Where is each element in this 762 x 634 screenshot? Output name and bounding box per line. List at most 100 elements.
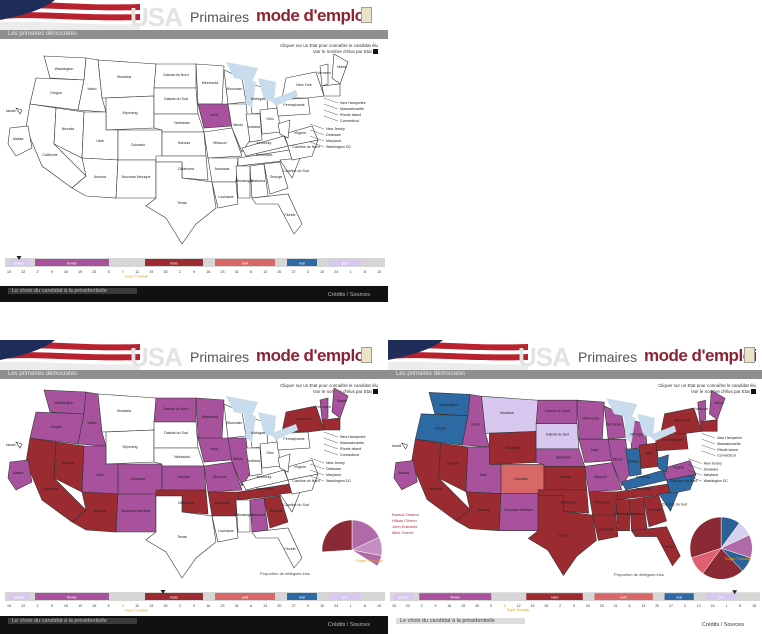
timeline-date[interactable]: 19 bbox=[149, 604, 153, 608]
state-label[interactable]: Californie bbox=[42, 487, 57, 491]
state-illinois[interactable] bbox=[227, 437, 251, 487]
state-label[interactable]: Maine bbox=[714, 401, 724, 405]
timeline-date[interactable]: 23 bbox=[220, 604, 224, 608]
timeline-date[interactable]: 10 bbox=[320, 604, 324, 608]
pie-slice[interactable] bbox=[321, 519, 353, 553]
state-label[interactable]: Nevada bbox=[62, 461, 74, 465]
state-label[interactable]: Californie bbox=[427, 487, 442, 491]
us-map[interactable]: WashingtonOregonIdahoMontanaWyomingNevad… bbox=[6, 48, 386, 248]
state-label[interactable]: Alaska bbox=[13, 471, 24, 475]
timeline-date[interactable]: 1 bbox=[350, 270, 352, 274]
timeline-date[interactable]: 1 bbox=[725, 604, 727, 608]
state-label[interactable]: Caroline du Nord bbox=[671, 479, 698, 483]
credits-link[interactable]: Crédits / Sources bbox=[327, 622, 370, 628]
timeline-date[interactable]: 12 bbox=[135, 604, 139, 608]
state-newmexico[interactable] bbox=[115, 493, 157, 533]
timeline-date[interactable]: 22 bbox=[21, 604, 25, 608]
state-label[interactable]: Colorado bbox=[131, 477, 146, 481]
state-florida[interactable] bbox=[631, 526, 681, 567]
state-label[interactable]: Nevada bbox=[446, 461, 458, 465]
state-label[interactable]: Montana bbox=[500, 411, 514, 415]
state-hawaii[interactable] bbox=[401, 442, 408, 450]
state-label[interactable]: Indiana bbox=[628, 460, 640, 464]
state-label[interactable]: Minnesota bbox=[202, 415, 219, 419]
timeline-month-segment[interactable] bbox=[215, 259, 275, 266]
state-label[interactable]: Floride bbox=[663, 545, 674, 549]
state-label[interactable]: Illinois bbox=[613, 458, 623, 462]
state-label[interactable]: Indiana bbox=[248, 459, 260, 463]
state-label[interactable]: New York bbox=[675, 419, 690, 423]
timeline-date[interactable]: 15 bbox=[752, 604, 756, 608]
timeline-cursor-icon[interactable] bbox=[732, 590, 738, 595]
timeline-date[interactable]: 22 bbox=[406, 604, 410, 608]
state-mississippi[interactable] bbox=[615, 499, 630, 531]
state-label[interactable]: Caroline du Sud bbox=[662, 502, 687, 506]
state-label[interactable]: Wisconsin bbox=[606, 423, 622, 427]
state-southcarolina[interactable] bbox=[658, 491, 679, 512]
state-louisiana[interactable] bbox=[211, 515, 239, 543]
timeline-date[interactable]: 23 bbox=[220, 270, 224, 274]
timeline-month-segment[interactable] bbox=[9, 593, 29, 600]
state-label[interactable]: Mississippi bbox=[235, 513, 253, 517]
state-label[interactable]: Texas bbox=[177, 535, 187, 539]
timeline-month-segment[interactable] bbox=[9, 259, 29, 266]
state-label[interactable]: Ohio bbox=[645, 452, 652, 456]
state-virginia[interactable] bbox=[662, 460, 697, 481]
state-label[interactable]: Washington bbox=[55, 401, 74, 405]
timeline-date[interactable]: 26 bbox=[92, 270, 96, 274]
timeline-date[interactable]: 15 bbox=[377, 270, 381, 274]
timeline-date[interactable]: 13 bbox=[641, 604, 645, 608]
state-newengland[interactable] bbox=[699, 419, 718, 432]
timeline-date[interactable]: 10 bbox=[697, 604, 701, 608]
timeline-date[interactable]: 16 bbox=[586, 604, 590, 608]
credits-link[interactable]: Crédits / Sources bbox=[701, 622, 744, 628]
timeline-date[interactable]: 9 bbox=[193, 270, 195, 274]
state-label[interactable]: Dakota du Sud bbox=[546, 432, 569, 436]
timeline-month-segment[interactable] bbox=[419, 593, 492, 601]
state-hawaii[interactable] bbox=[15, 441, 23, 449]
state-montana[interactable] bbox=[97, 393, 157, 433]
timeline-month-segment[interactable] bbox=[705, 593, 737, 601]
state-label[interactable]: Michigan bbox=[630, 432, 644, 436]
timeline-date[interactable]: 12 bbox=[517, 604, 521, 608]
timeline-date[interactable]: 2 bbox=[421, 604, 423, 608]
timeline-date[interactable]: 6 bbox=[250, 270, 252, 274]
state-vermont[interactable] bbox=[319, 397, 329, 421]
state-label[interactable]: Kentucky bbox=[257, 475, 272, 479]
state-texas[interactable] bbox=[527, 495, 597, 577]
state-label[interactable]: Iowa bbox=[591, 448, 598, 452]
state-texas[interactable] bbox=[145, 495, 217, 579]
state-pennsylvania[interactable] bbox=[654, 433, 689, 452]
state-label[interactable]: Nebraska bbox=[556, 456, 571, 460]
timeline-date[interactable]: 2 bbox=[179, 270, 181, 274]
credits-link[interactable]: Crédits / Sources bbox=[327, 292, 370, 298]
timeline-date[interactable]: 26 bbox=[544, 604, 548, 608]
timeline-date[interactable]: 16 bbox=[447, 604, 451, 608]
timeline-date[interactable]: 12 bbox=[135, 270, 139, 274]
state-label[interactable]: Oregon bbox=[50, 425, 62, 429]
timeline-month-segment[interactable] bbox=[287, 259, 317, 266]
state-southcarolina[interactable] bbox=[279, 491, 301, 513]
state-label[interactable]: Minnesota bbox=[583, 417, 599, 421]
state-georgia[interactable] bbox=[263, 495, 289, 529]
timeline-date[interactable]: 16 bbox=[206, 604, 210, 608]
timeline-date[interactable]: 8 bbox=[364, 604, 366, 608]
timeline-date[interactable]: 27 bbox=[292, 604, 296, 608]
timeline-date[interactable]: 26 bbox=[164, 604, 168, 608]
timeline-date[interactable]: 8 bbox=[364, 270, 366, 274]
state-westvirginia[interactable] bbox=[277, 453, 291, 473]
document-icon[interactable] bbox=[361, 7, 372, 23]
state-westvirginia[interactable] bbox=[656, 454, 669, 473]
state-label[interactable]: Oregon bbox=[435, 426, 447, 430]
state-label[interactable]: Idaho bbox=[471, 423, 480, 427]
state-vermont[interactable] bbox=[697, 399, 706, 423]
state-label[interactable]: Maine bbox=[337, 399, 347, 403]
state-label[interactable]: Caroline du Nord bbox=[292, 479, 319, 483]
timeline-date[interactable]: 24 bbox=[334, 270, 338, 274]
toggle-icon[interactable] bbox=[373, 389, 378, 395]
timeline-date[interactable]: 16 bbox=[206, 270, 210, 274]
state-label[interactable]: Louisiane bbox=[599, 528, 614, 532]
